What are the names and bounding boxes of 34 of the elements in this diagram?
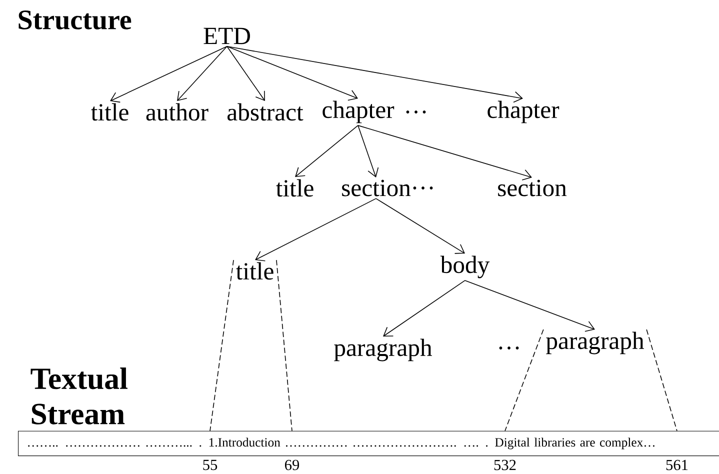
arrow bbox=[226, 46, 523, 103]
tree-node-label: section bbox=[342, 180, 411, 196]
tree-node-label: title bbox=[236, 262, 274, 280]
ellipsis: … bbox=[413, 186, 433, 190]
tree-node-label: chapter bbox=[488, 100, 560, 124]
arrow bbox=[376, 198, 465, 254]
tree-node-label: author bbox=[146, 103, 208, 121]
tree-node-label: ETD bbox=[204, 28, 250, 44]
dashed-line bbox=[276, 260, 292, 432]
ellipsis: … bbox=[499, 346, 519, 350]
tree-node-label: section bbox=[498, 180, 567, 196]
tree-node-label: paragraph bbox=[334, 338, 432, 362]
arrow bbox=[464, 280, 595, 332]
dashed-line bbox=[504, 329, 544, 432]
dashed-line bbox=[646, 329, 678, 432]
tree-node-label: title bbox=[276, 179, 314, 197]
arrow bbox=[358, 125, 532, 180]
arrow bbox=[358, 125, 379, 178]
arrow bbox=[177, 46, 228, 102]
arrow bbox=[295, 125, 358, 178]
arrow bbox=[383, 280, 466, 336]
heading: Structure bbox=[18, 10, 132, 30]
tree-node-label: body bbox=[440, 256, 490, 278]
arrow bbox=[226, 46, 265, 102]
ellipsis: … bbox=[406, 110, 426, 114]
tree-node-label: chapter bbox=[322, 100, 394, 124]
dashed-line bbox=[210, 260, 234, 432]
arrow bbox=[255, 198, 376, 262]
tree-node-label: title bbox=[91, 103, 128, 121]
tree-node-label: paragraph bbox=[546, 332, 644, 354]
arrow bbox=[226, 46, 358, 101]
arrow bbox=[110, 46, 228, 103]
tree-node-label: abstract bbox=[228, 103, 304, 121]
text-stream-bar: …….. ……………… ………... . 1.Introduction …………… ……………………. …. . Digital libraries are complex… bbox=[18, 430, 719, 456]
